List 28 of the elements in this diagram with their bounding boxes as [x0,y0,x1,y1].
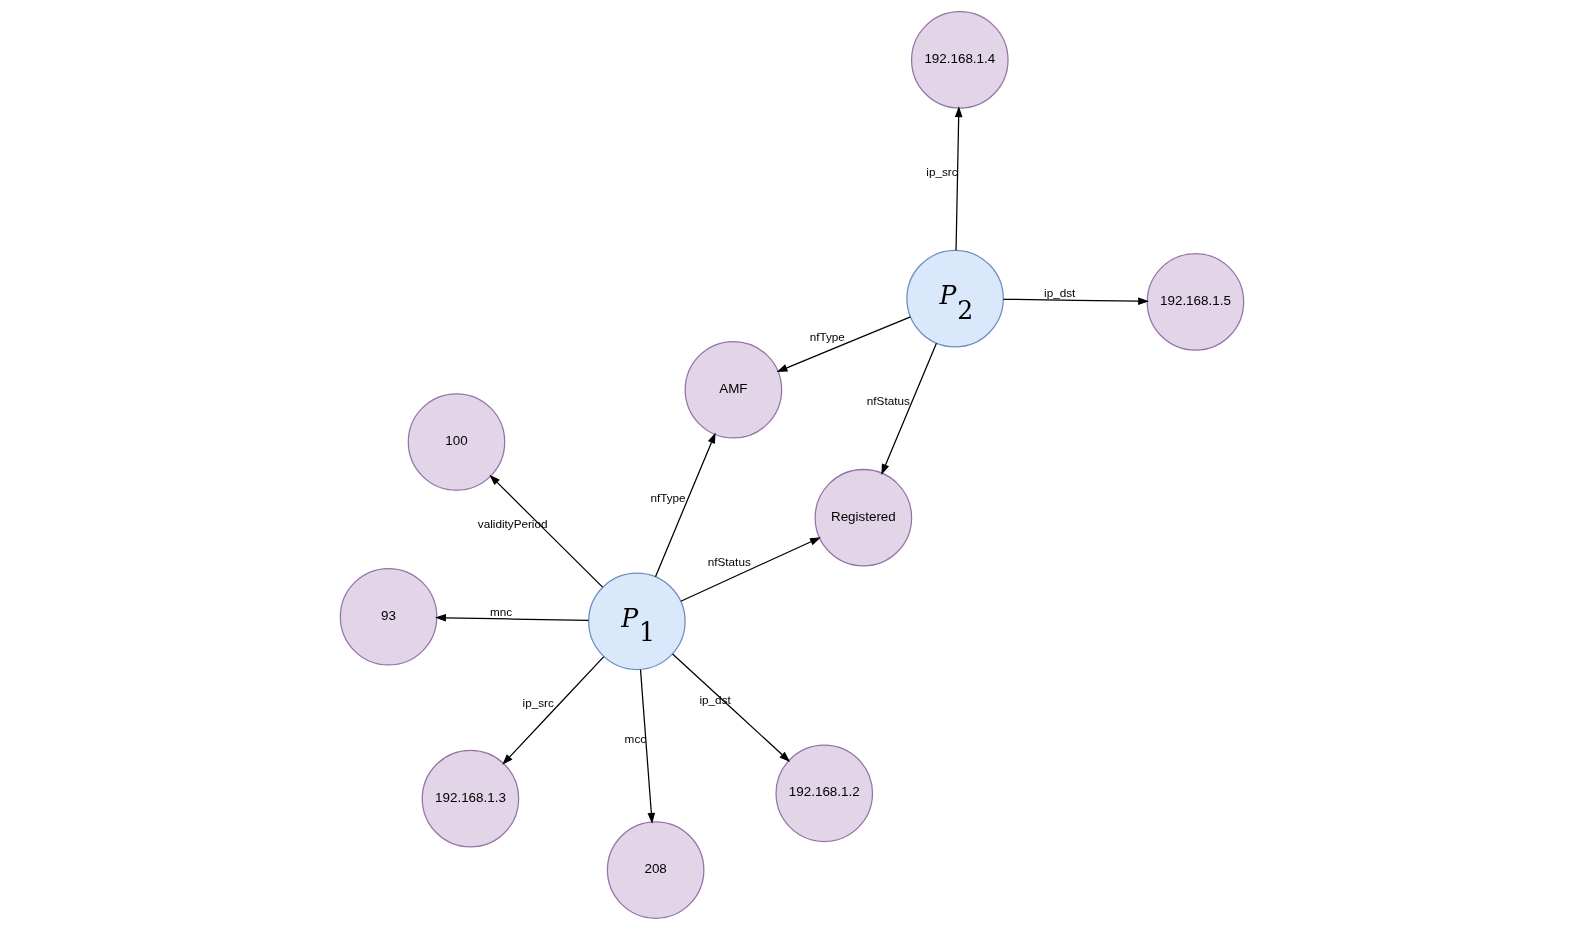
edge-label: ip_src [925,165,958,179]
node-circle: 192.168.1.4 [910,11,1009,109]
node-circle: 192.168.1.3 [421,749,519,848]
arrow [654,432,716,578]
arrow [501,655,604,765]
node-circle: Registered [814,468,912,567]
arrow [1002,297,1149,305]
arrow [880,342,937,475]
node-circle: AMF [684,340,782,439]
arrow [671,653,790,762]
node-circle: 93 [339,567,437,666]
edge-label: nfStatus [707,555,751,569]
arrow [954,106,962,251]
arrow [639,668,655,824]
edge-label: ip_dst [1043,286,1075,300]
edge-label: mnc [489,604,512,618]
arrow [679,537,821,602]
node-circle: 192.168.1.2 [774,744,873,843]
edge-label: ip_src [522,695,554,709]
arrow [434,614,589,622]
node-circle: 192.168.1.5 [1146,253,1244,351]
arrow [488,474,603,588]
node-circle: 208 [606,821,704,919]
edge-label: nfType [809,329,845,343]
edge-label: nfStatus [866,393,910,407]
node-circle: 100 [407,393,505,491]
edge-label: nfType [649,491,686,505]
arrow [776,316,911,373]
